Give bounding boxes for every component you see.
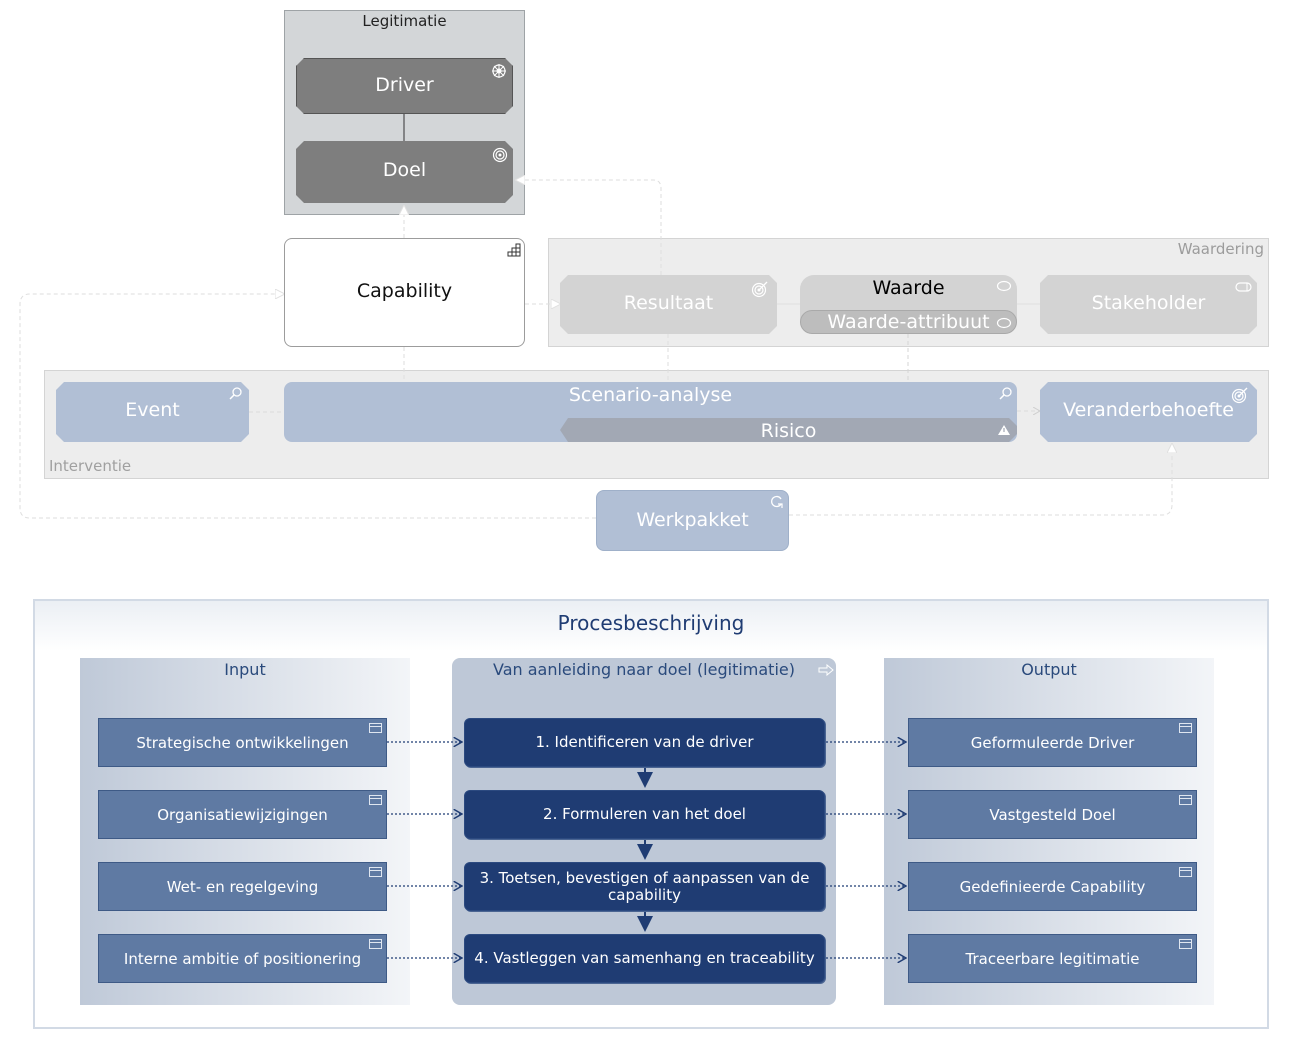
value-ellipse-icon [996, 280, 1012, 292]
capability-steps-icon [507, 243, 521, 257]
node-doel[interactable]: Doel [296, 141, 513, 203]
node-capability-label: Capability [356, 280, 453, 302]
node-event-label: Event [125, 399, 180, 421]
input-item-label: Organisatiewijzigingen [157, 805, 328, 824]
process-step[interactable]: 1. Identificeren van de driver [464, 718, 825, 767]
process-step-label: 2. Formuleren van het doel [543, 805, 746, 823]
node-doel-label: Doel [382, 159, 427, 181]
node-resultaat[interactable]: Resultaat [560, 275, 777, 334]
node-waarde-label: Waarde [872, 277, 945, 299]
output-item[interactable]: Vastgesteld Doel [908, 790, 1197, 839]
node-event[interactable]: Event [56, 382, 249, 442]
node-risico[interactable]: Risico [560, 418, 1017, 442]
lane-input-title: Input [224, 660, 266, 679]
work-package-loop-icon [771, 495, 783, 508]
node-veranderbehoefte[interactable]: Veranderbehoefte [1040, 382, 1257, 442]
input-item[interactable]: Organisatiewijzigingen [98, 790, 387, 839]
process-step[interactable]: 4. Vastleggen van samenhang en traceabil… [464, 934, 825, 983]
output-item-label: Gedefinieerde Capability [959, 877, 1146, 896]
group-interventie-title: Interventie [49, 457, 132, 475]
process-step-label: 3. Toetsen, bevestigen of aanpassen van … [479, 868, 810, 904]
node-stakeholder[interactable]: Stakeholder [1040, 275, 1257, 334]
output-item-label: Traceerbare legitimatie [965, 949, 1140, 968]
business-object-icon [1179, 867, 1192, 877]
node-scenario-analyse[interactable]: Scenario-analyse Risico [284, 382, 1017, 442]
lane-output-title: Output [1021, 660, 1077, 679]
process-step-label: 1. Identificeren van de driver [535, 733, 754, 751]
business-object-icon [369, 867, 382, 877]
node-waarde-attribuut[interactable]: Waarde-attribuut [800, 310, 1017, 334]
outcome-target-icon [751, 280, 769, 298]
assessment-magnifier-icon [999, 387, 1012, 400]
output-item-label: Vastgesteld Doel [989, 805, 1116, 824]
input-item-label: Wet- en regelgeving [166, 877, 319, 896]
input-item[interactable]: Wet- en regelgeving [98, 862, 387, 911]
group-waardering-title: Waardering [1177, 240, 1264, 258]
node-waarde[interactable]: Waarde Waarde-attribuut [800, 275, 1017, 334]
process-step[interactable]: 3. Toetsen, bevestigen of aanpassen van … [464, 862, 825, 911]
business-object-icon [369, 795, 382, 805]
node-resultaat-label: Resultaat [623, 292, 714, 314]
input-item[interactable]: Interne ambitie of positionering [98, 934, 387, 983]
outcome-target-icon [1231, 386, 1249, 404]
node-veranderbehoefte-label: Veranderbehoefte [1063, 399, 1234, 421]
business-object-icon [1179, 795, 1192, 805]
input-item-label: Strategische ontwikkelingen [136, 733, 349, 752]
node-capability[interactable]: Capability [284, 238, 525, 347]
business-object-icon [369, 723, 382, 733]
driver-wheel-icon [491, 63, 507, 79]
output-item[interactable]: Geformuleerde Driver [908, 718, 1197, 767]
node-stakeholder-label: Stakeholder [1091, 292, 1206, 314]
assessment-magnifier-icon [229, 386, 243, 400]
output-item[interactable]: Gedefinieerde Capability [908, 862, 1197, 911]
process-step[interactable]: 2. Formuleren van het doel [464, 790, 825, 839]
node-waarde-attribuut-label: Waarde-attribuut [827, 311, 990, 333]
lane-process-title: Van aanleiding naar doel (legitimatie) [493, 660, 795, 679]
value-ellipse-icon [996, 317, 1012, 329]
node-driver[interactable]: Driver [296, 58, 513, 114]
node-werkpakket[interactable]: Werkpakket [596, 490, 789, 551]
output-item[interactable]: Traceerbare legitimatie [908, 934, 1197, 983]
node-driver-label: Driver [375, 74, 434, 96]
business-object-icon [1179, 723, 1192, 733]
stakeholder-cylinder-icon [1235, 281, 1253, 293]
business-object-icon [369, 939, 382, 949]
node-risico-label: Risico [760, 420, 817, 442]
input-item[interactable]: Strategische ontwikkelingen [98, 718, 387, 767]
process-step-label: 4. Vastleggen van samenhang en traceabil… [474, 949, 815, 967]
goal-target-icon [492, 147, 508, 163]
warning-triangle-icon [997, 424, 1011, 436]
output-item-label: Geformuleerde Driver [970, 733, 1135, 752]
business-object-icon [1179, 939, 1192, 949]
input-item-label: Interne ambitie of positionering [123, 949, 362, 968]
process-arrow-icon [818, 664, 834, 676]
node-werkpakket-label: Werkpakket [636, 509, 749, 531]
group-legitimatie-title: Legitimatie [362, 12, 447, 30]
process-title: Procesbeschrijving [557, 611, 745, 635]
node-scenario-analyse-label: Scenario-analyse [568, 384, 733, 406]
